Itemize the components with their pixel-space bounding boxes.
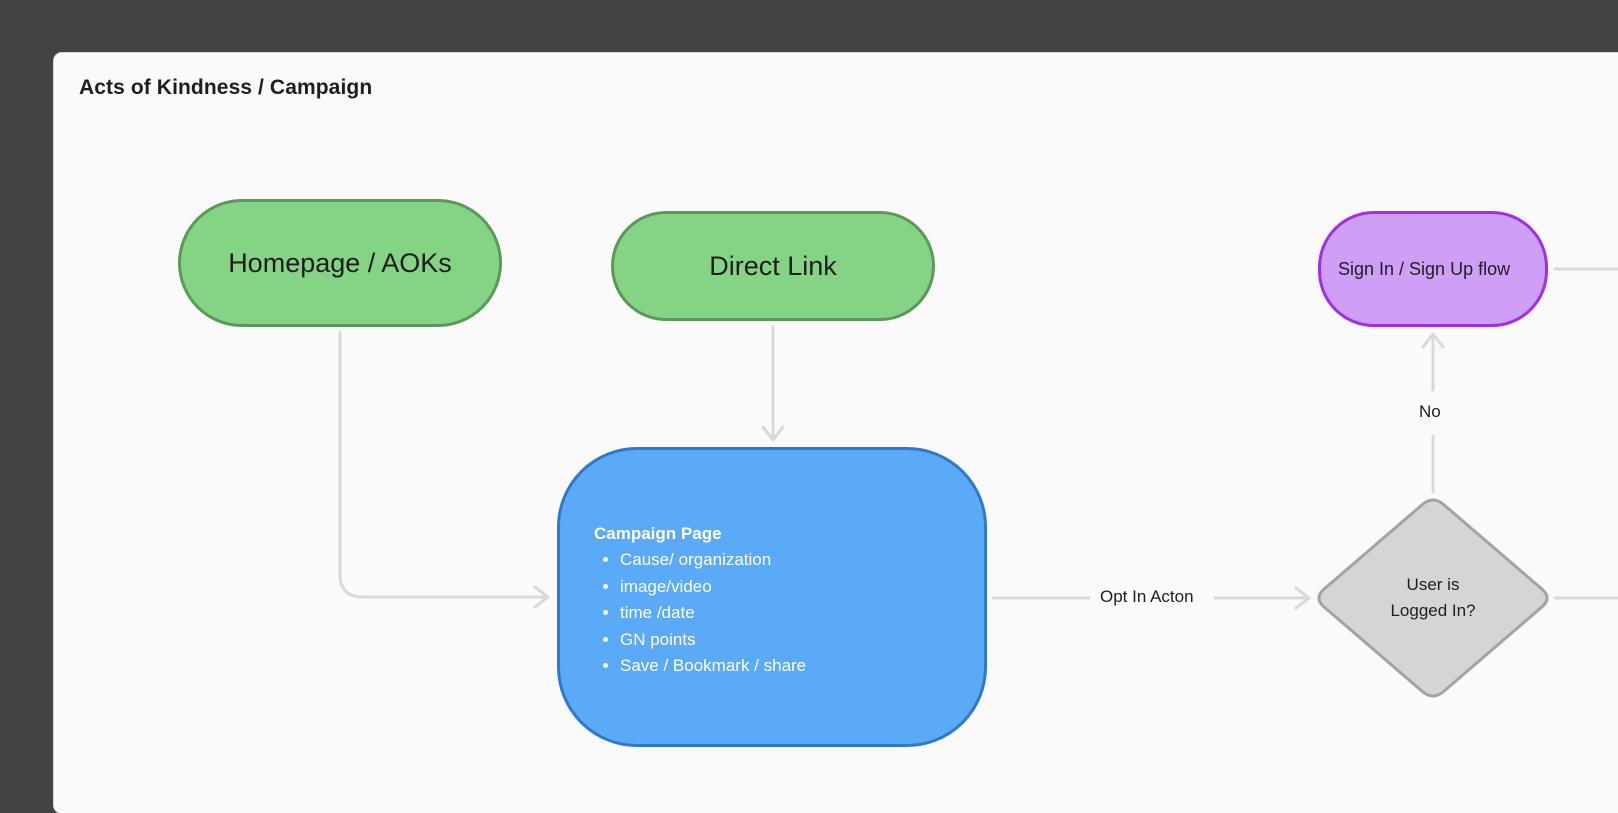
board-title: Acts of Kindness / Campaign bbox=[79, 76, 373, 99]
campaign-item: Save / Bookmark / share bbox=[620, 653, 806, 680]
campaign-page-items: Cause/ organization image/video time /da… bbox=[594, 547, 806, 680]
node-campaign-page[interactable]: Campaign Page Cause/ organization image/… bbox=[557, 447, 987, 747]
decision-diamond-shape bbox=[1317, 498, 1549, 698]
edge-label-opt-in: Opt In Acton bbox=[1094, 587, 1200, 607]
node-sign-in-flow-label: Sign In / Sign Up flow bbox=[1338, 258, 1511, 279]
campaign-item: Cause/ organization bbox=[620, 547, 806, 574]
node-direct-link-label: Direct Link bbox=[709, 250, 837, 281]
campaign-item: image/video bbox=[620, 574, 806, 601]
campaign-item: time /date bbox=[620, 600, 806, 627]
connector-homepage-to-campaign bbox=[338, 330, 547, 599]
node-homepage-label: Homepage / AOKs bbox=[228, 247, 452, 278]
edge-label-no: No bbox=[1413, 402, 1447, 422]
node-sign-in-flow[interactable]: Sign In / Sign Up flow bbox=[1318, 211, 1548, 327]
campaign-item: GN points bbox=[620, 627, 806, 654]
node-homepage[interactable]: Homepage / AOKs bbox=[178, 199, 502, 327]
node-user-logged-in-decision[interactable]: User is Logged In? bbox=[1315, 498, 1551, 698]
arrowhead-direct-link-to-campaign bbox=[761, 425, 785, 442]
arrowhead-logged-in-to-sign-in bbox=[1421, 332, 1445, 349]
arrowhead-campaign-to-logged-in bbox=[1294, 586, 1311, 610]
arrowhead-homepage-to-campaign bbox=[533, 585, 550, 609]
node-user-logged-in-label: User is Logged In? bbox=[1390, 575, 1476, 620]
campaign-page-title: Campaign Page bbox=[594, 524, 722, 543]
node-direct-link[interactable]: Direct Link bbox=[611, 211, 935, 321]
